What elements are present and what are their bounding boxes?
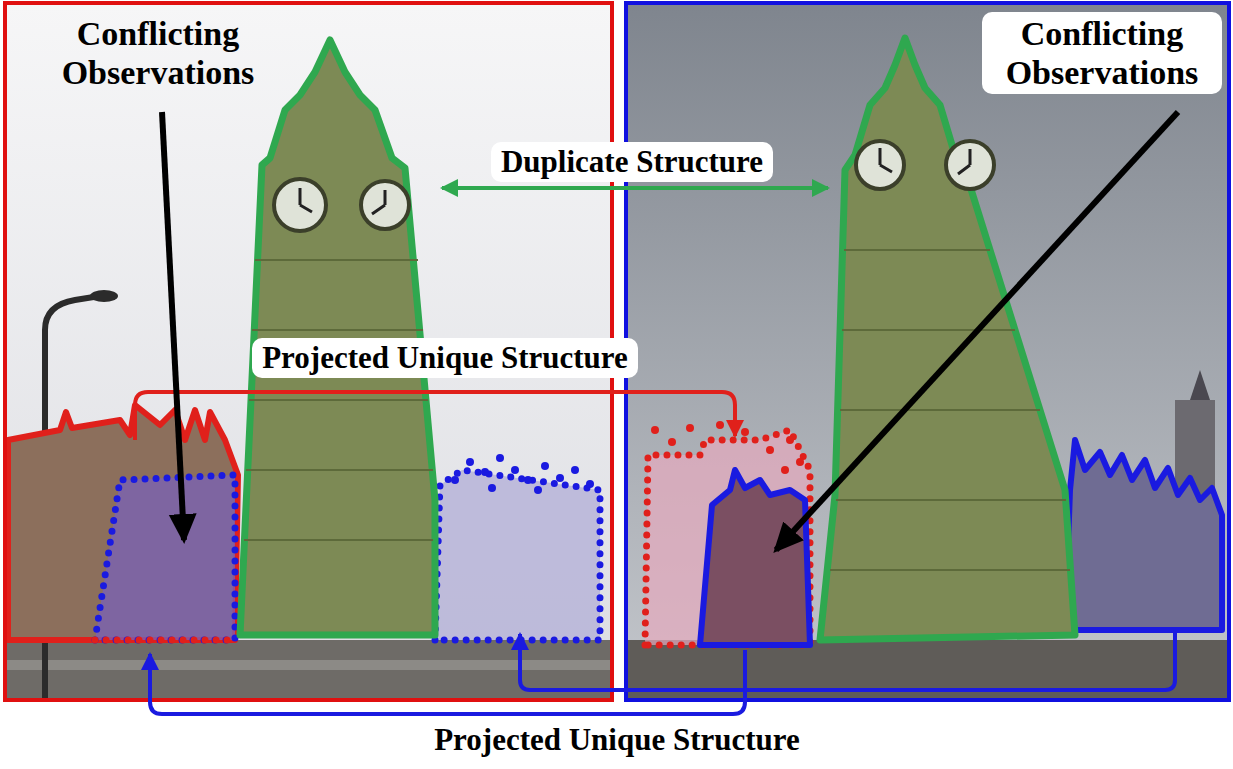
callout-label: Conflicting Observations [982, 12, 1222, 94]
callout-label: Conflicting Observations [23, 14, 293, 92]
arrow-label: Duplicate Structure [491, 142, 773, 182]
arrow-label: Projected Unique Structure [434, 722, 800, 758]
arrow-label: Projected Unique Structure [252, 338, 638, 378]
